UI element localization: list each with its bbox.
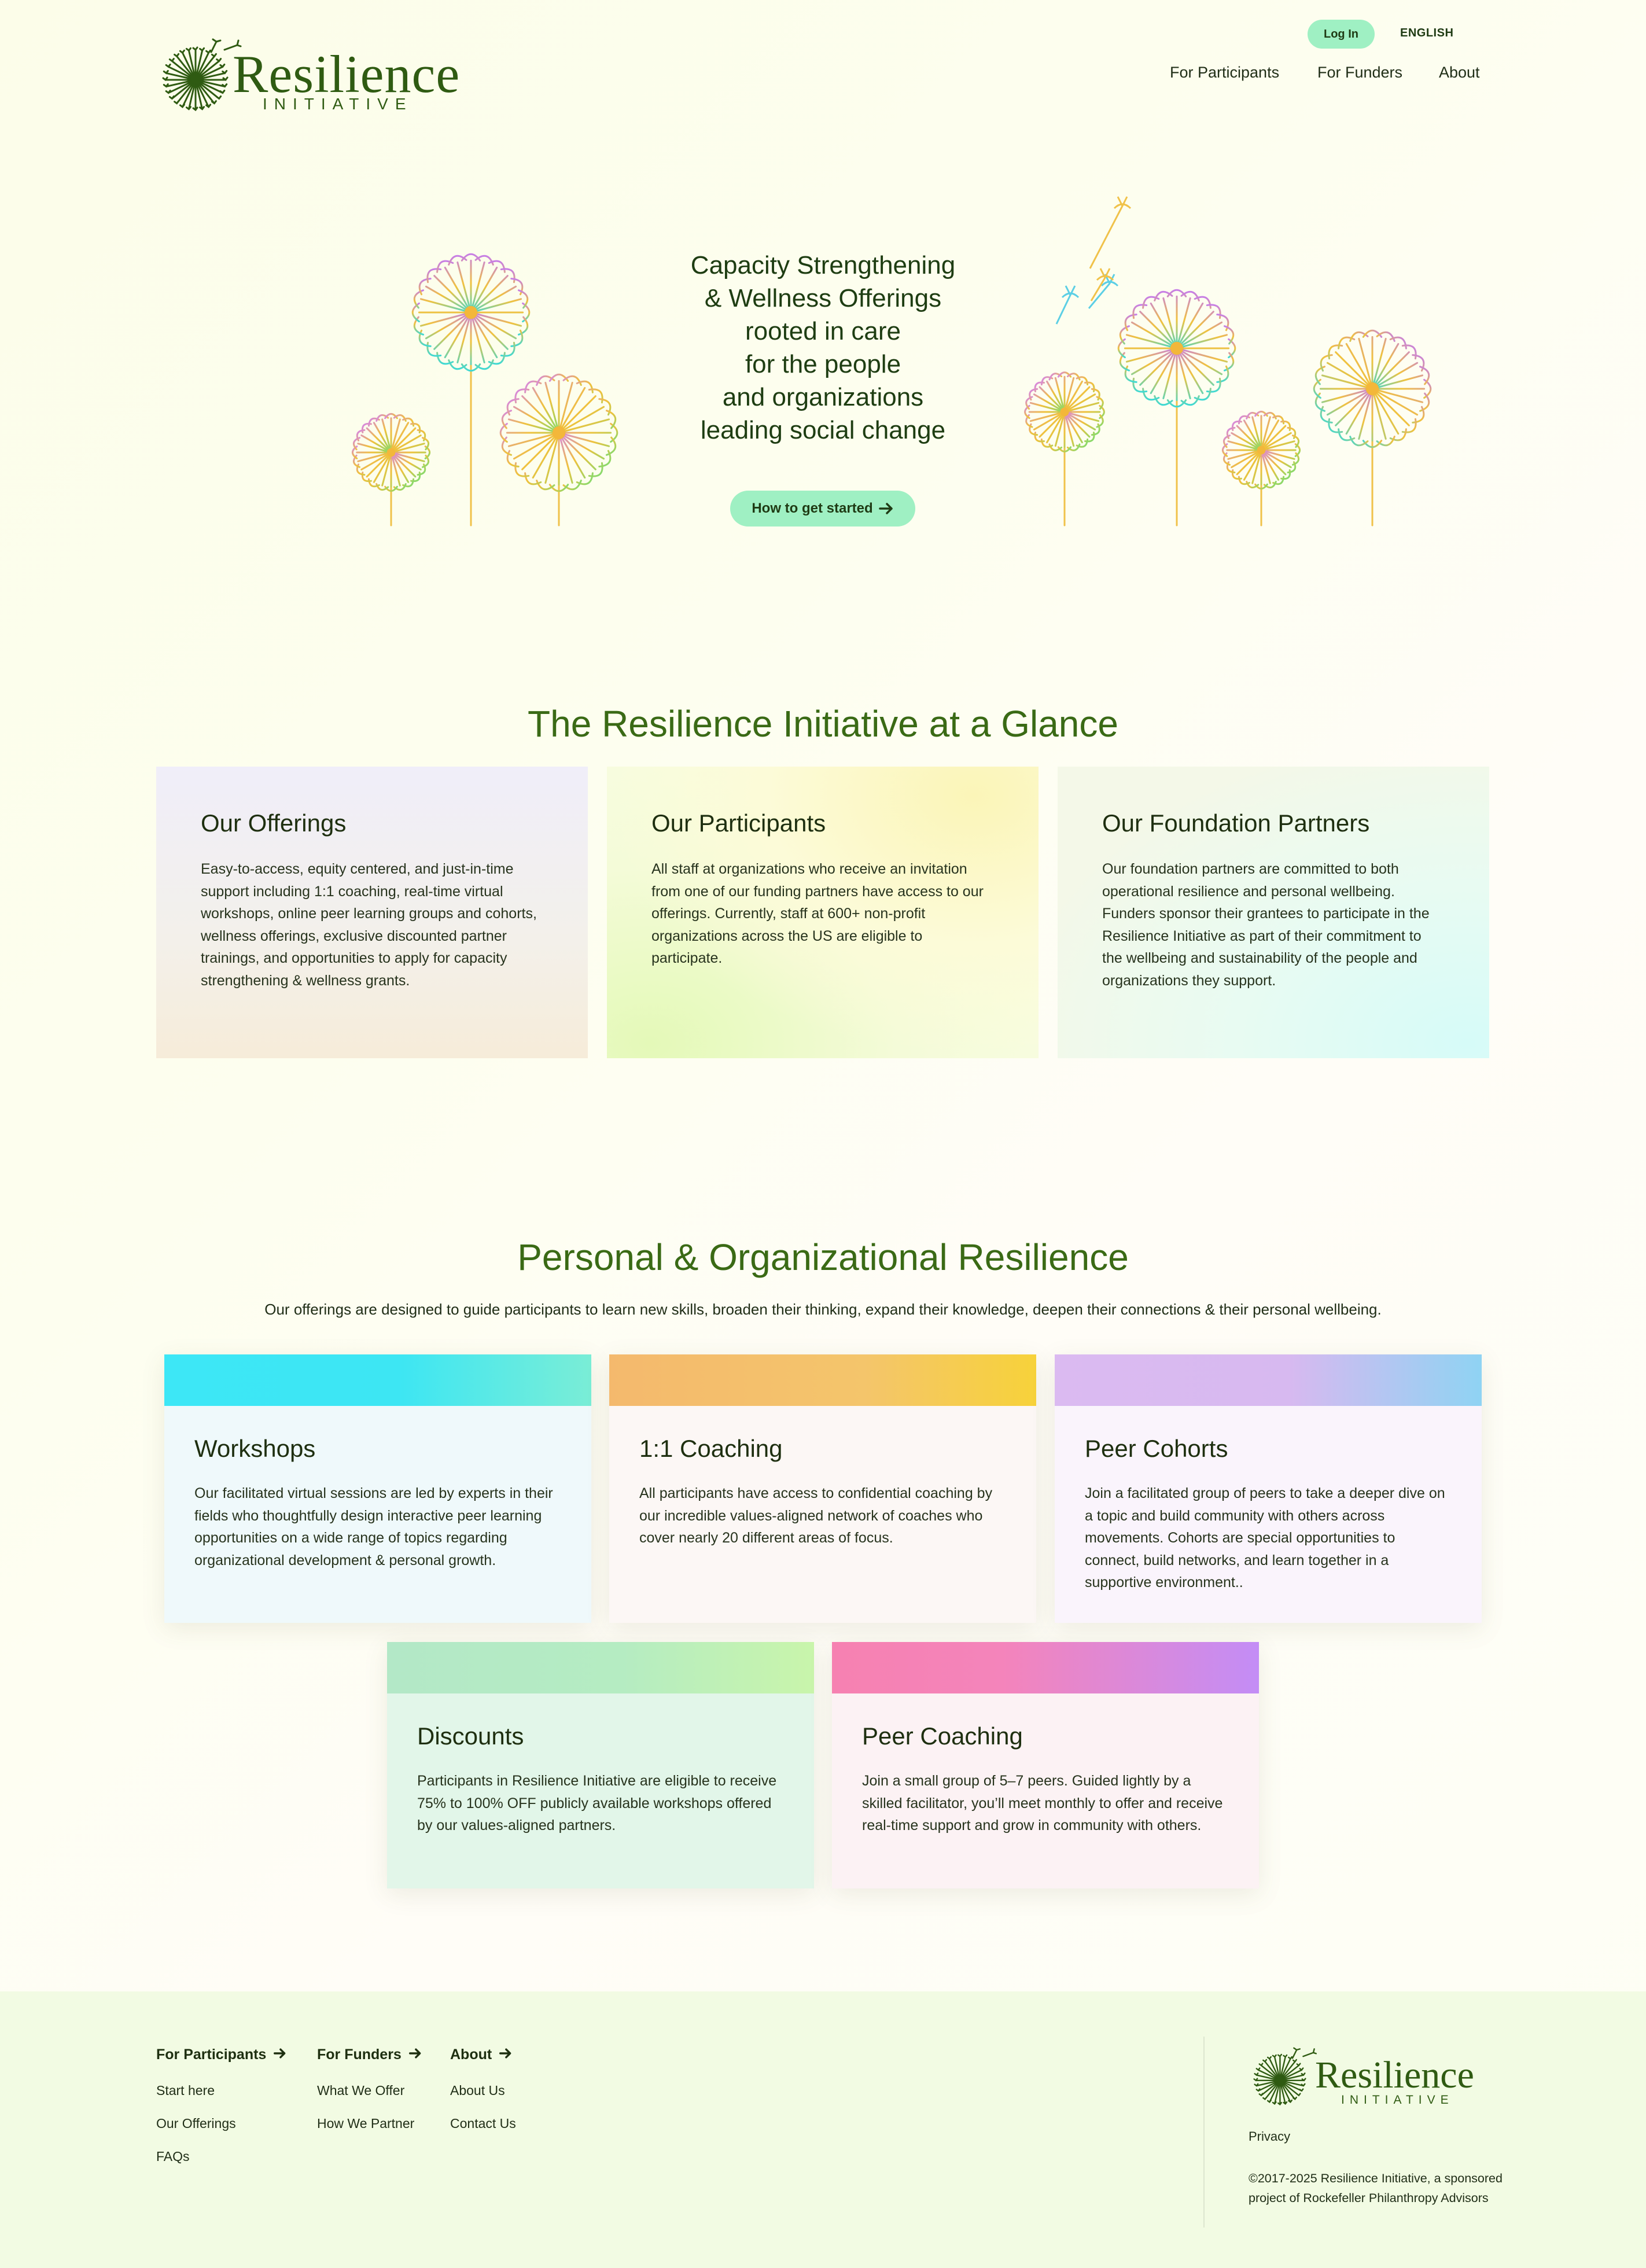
nav-about[interactable]: About <box>1439 64 1480 81</box>
hero-title-line: leading social change <box>700 416 946 444</box>
site-footer: For Participants Start here Our Offering… <box>0 1991 1646 2268</box>
site-logo[interactable]: Resilience INITIATIVE <box>156 30 459 117</box>
dandelion-logo-icon <box>162 38 242 112</box>
card-color-bar <box>387 1642 814 1693</box>
arrow-right-icon <box>499 2048 511 2059</box>
logo-subtitle: INITIATIVE <box>1341 2093 1454 2107</box>
nav-for-funders[interactable]: For Funders <box>1317 64 1403 81</box>
glance-card-body: All staff at organizations who receive a… <box>651 861 984 966</box>
offering-card-coaching: 1:1 Coaching All participants have acces… <box>609 1354 1036 1623</box>
footer-divider <box>1203 2037 1205 2228</box>
footer-link-privacy[interactable]: Privacy <box>1249 2129 1291 2144</box>
logo-subtitle: INITIATIVE <box>263 95 413 113</box>
hero-title-line: & Wellness Offerings <box>704 284 942 312</box>
footer-heading-about[interactable]: About <box>450 2046 516 2063</box>
offering-card-workshops: Workshops Our facilitated virtual sessio… <box>164 1354 591 1623</box>
glance-card-foundation-partners: Our Foundation Partners Our foundation p… <box>1058 767 1489 1058</box>
offering-card-title: Workshops <box>194 1435 316 1462</box>
footer-column-about: About About Us Contact Us <box>450 2046 516 2131</box>
offering-card-title: 1:1 Coaching <box>639 1435 783 1462</box>
footer-link-contact-us[interactable]: Contact Us <box>450 2116 516 2131</box>
footer-heading-label: For Participants <box>156 2046 267 2063</box>
offering-card-body: Join a facilitated group of peers to tak… <box>1085 1485 1445 1590</box>
footer-link-about-us[interactable]: About Us <box>450 2083 505 2098</box>
footer-heading-funders[interactable]: For Funders <box>317 2046 422 2063</box>
resilience-heading: Personal & Organizational Resilience <box>517 1236 1129 1278</box>
hero-title-line: for the people <box>745 350 901 378</box>
footer-link-how-we-partner[interactable]: How We Partner <box>317 2116 415 2131</box>
login-button[interactable]: Log In <box>1308 20 1375 49</box>
glance-heading: The Resilience Initiative at a Glance <box>528 703 1118 745</box>
card-color-bar <box>832 1642 1259 1693</box>
glance-card-title: Our Offerings <box>201 809 347 837</box>
logo-wordmark: Resilience <box>233 45 461 104</box>
glance-card-offerings: Our Offerings Easy-to-access, equity cen… <box>156 767 588 1058</box>
glance-card-title: Our Participants <box>651 809 826 837</box>
language-selector[interactable]: ENGLISH <box>1400 27 1454 39</box>
card-color-bar <box>164 1354 591 1406</box>
hero-title: Capacity Strengthening & Wellness Offeri… <box>636 249 1010 447</box>
arrow-right-icon <box>878 503 893 514</box>
offering-card-peer-cohorts: Peer Cohorts Join a facilitated group of… <box>1055 1354 1482 1623</box>
get-started-label: How to get started <box>752 500 873 516</box>
offering-card-title: Peer Coaching <box>862 1722 1023 1750</box>
footer-heading-participants[interactable]: For Participants <box>156 2046 286 2063</box>
arrow-right-icon <box>408 2048 421 2059</box>
glance-card-participants: Our Participants All staff at organizati… <box>607 767 1039 1058</box>
hero-title-line: and organizations <box>722 383 924 411</box>
offering-card-title: Peer Cohorts <box>1085 1435 1228 1462</box>
footer-heading-label: For Funders <box>317 2046 402 2063</box>
footer-link-what-we-offer[interactable]: What We Offer <box>317 2083 405 2098</box>
offering-card-body: Join a small group of 5–7 peers. Guided … <box>862 1773 1223 1833</box>
offering-card-title: Discounts <box>417 1722 524 1750</box>
glance-card-body: Easy-to-access, equity centered, and jus… <box>201 861 537 989</box>
glance-card-title: Our Foundation Partners <box>1102 809 1370 837</box>
hero-title-line: Capacity Strengthening <box>690 251 956 279</box>
offering-card-discounts: Discounts Participants in Resilience Ini… <box>387 1642 814 1888</box>
nav-for-participants[interactable]: For Participants <box>1170 64 1280 81</box>
get-started-button[interactable]: How to get started <box>730 491 915 526</box>
offering-card-body: Participants in Resilience Initiative ar… <box>417 1773 777 1833</box>
footer-link-start-here[interactable]: Start here <box>156 2083 215 2098</box>
arrow-right-icon <box>274 2048 286 2059</box>
dandelion-logo-icon <box>1253 2047 1317 2106</box>
footer-column-funders: For Funders What We Offer How We Partner <box>317 2046 422 2131</box>
card-color-bar <box>1055 1354 1482 1406</box>
offering-card-body: Our facilitated virtual sessions are led… <box>194 1485 553 1569</box>
dandelion-illustration <box>351 196 1432 526</box>
resilience-subheading: Our offerings are designed to guide part… <box>264 1301 1382 1318</box>
footer-link-faqs[interactable]: FAQs <box>156 2149 190 2164</box>
hero-title-line: rooted in care <box>745 317 901 345</box>
footer-copyright: ©2017-2025 Resilience Initiative, a spon… <box>1249 2171 1503 2205</box>
logo-wordmark: Resilience <box>1315 2054 1474 2096</box>
glance-card-body: Our foundation partners are committed to… <box>1102 861 1430 989</box>
footer-link-our-offerings[interactable]: Our Offerings <box>156 2116 236 2131</box>
offering-card-body: All participants have access to confiden… <box>639 1485 993 1546</box>
offering-card-peer-coaching: Peer Coaching Join a small group of 5–7 … <box>832 1642 1259 1888</box>
footer-heading-label: About <box>450 2046 492 2063</box>
footer-column-participants: For Participants Start here Our Offering… <box>156 2046 286 2164</box>
footer-logo[interactable]: Resilience INITIATIVE <box>1249 2038 1480 2113</box>
card-color-bar <box>609 1354 1036 1406</box>
